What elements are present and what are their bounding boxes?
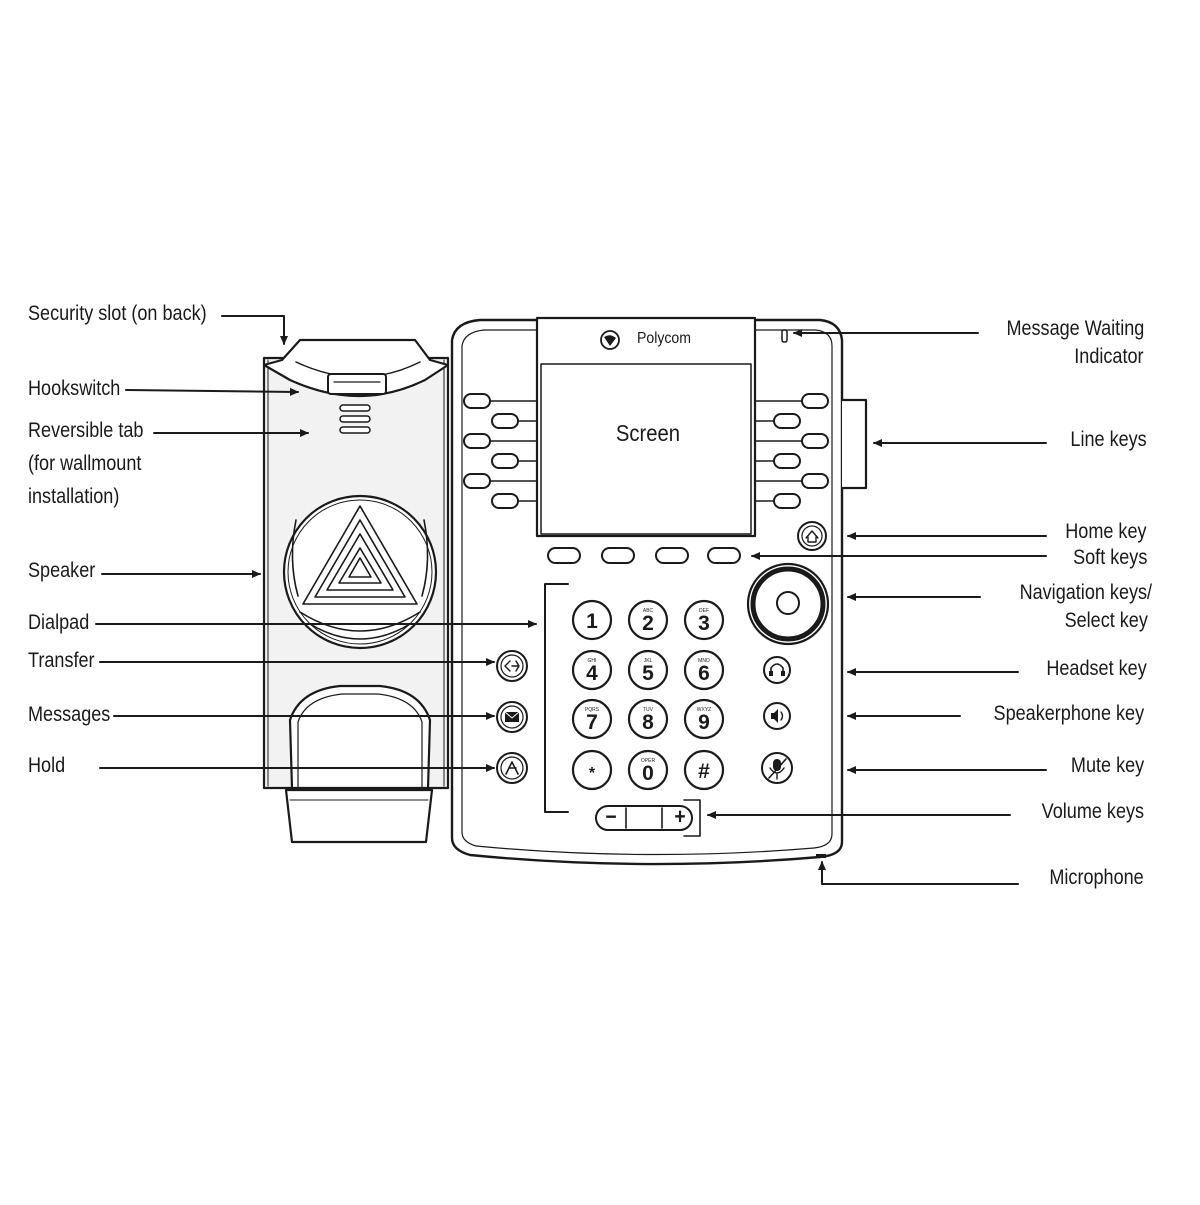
dialpad-key-letters: OPER bbox=[641, 758, 656, 764]
label-dialpad: Dialpad bbox=[28, 611, 90, 634]
dialpad-key-letters: WXYZ bbox=[697, 707, 711, 713]
handset-rest bbox=[284, 684, 434, 844]
dialpad-key-letters: GHI bbox=[588, 658, 597, 664]
mute-icon[interactable] bbox=[761, 752, 793, 784]
dialpad-key-letters: ABC bbox=[643, 608, 654, 614]
label-reversible-tab-line3: installation) bbox=[28, 485, 120, 508]
line-keys-bracket bbox=[840, 398, 868, 490]
volume-minus-key[interactable]: − bbox=[605, 804, 617, 829]
volume-plus-key[interactable]: + bbox=[674, 804, 686, 829]
reversible-tab bbox=[339, 404, 371, 434]
dialpad-key-digit: 2 bbox=[642, 612, 654, 635]
label-microphone: Microphone bbox=[1049, 866, 1144, 889]
leader-lines bbox=[95, 315, 1047, 885]
dialpad-key-1[interactable]: 1 bbox=[571, 599, 613, 641]
dialpad-bracket bbox=[544, 583, 569, 813]
label-hold: Hold bbox=[28, 754, 66, 777]
line-keys-right[interactable] bbox=[754, 393, 829, 509]
dialpad-key-digit: 3 bbox=[698, 612, 710, 635]
dialpad-key-digit: # bbox=[698, 760, 710, 783]
speakerphone-icon[interactable] bbox=[763, 702, 791, 730]
label-message-waiting: Message Waiting bbox=[1006, 317, 1144, 340]
dialpad-key-digit: 5 bbox=[642, 662, 654, 685]
label-transfer: Transfer bbox=[28, 649, 95, 672]
label-reversible-tab: Reversible tab bbox=[28, 419, 144, 442]
speaker bbox=[282, 494, 438, 650]
line-keys-left[interactable] bbox=[463, 393, 538, 509]
hookswitch[interactable] bbox=[262, 338, 450, 398]
dialpad-key-digit: 7 bbox=[586, 711, 598, 734]
label-message-waiting-line2: Indicator bbox=[1074, 345, 1144, 368]
home-icon[interactable] bbox=[797, 521, 827, 551]
dialpad-key-letters: JKL bbox=[644, 658, 653, 664]
label-speakerphone-key: Speakerphone key bbox=[993, 702, 1144, 725]
dialpad-key-star[interactable]: * bbox=[571, 749, 613, 791]
dialpad-key-digit: 1 bbox=[586, 610, 598, 633]
dialpad-key-digit: * bbox=[589, 765, 596, 782]
dialpad-key-digit: 8 bbox=[642, 711, 654, 734]
dialpad-key-digit: 9 bbox=[698, 711, 710, 734]
message-waiting-indicator bbox=[781, 329, 788, 343]
polycom-logo-icon bbox=[600, 330, 620, 350]
screen bbox=[535, 316, 757, 538]
soft-keys[interactable] bbox=[547, 547, 741, 564]
label-messages: Messages bbox=[28, 703, 111, 726]
dialpad-key-digit: 4 bbox=[586, 662, 598, 685]
messages-icon[interactable] bbox=[496, 701, 528, 733]
label-line-keys: Line keys bbox=[1070, 428, 1147, 451]
label-reversible-tab-line2: (for wallmount bbox=[28, 452, 142, 475]
label-home-key: Home key bbox=[1065, 520, 1147, 543]
label-navigation-keys: Navigation keys/ bbox=[1019, 581, 1152, 604]
label-volume-keys: Volume keys bbox=[1041, 800, 1144, 823]
label-navigation-keys-line2: Select key bbox=[1064, 609, 1148, 632]
dialpad-key-letters: PQRS bbox=[585, 707, 600, 713]
transfer-icon[interactable] bbox=[496, 650, 528, 682]
headset-icon[interactable] bbox=[763, 656, 791, 684]
label-speaker: Speaker bbox=[28, 559, 96, 582]
navigation-keys[interactable] bbox=[746, 562, 830, 646]
brand-name: Polycom bbox=[637, 330, 691, 347]
label-security-slot: Security slot (on back) bbox=[28, 302, 207, 325]
label-soft-keys: Soft keys bbox=[1072, 546, 1147, 569]
volume-keys[interactable] bbox=[595, 799, 701, 837]
dialpad-key-digit: 6 bbox=[698, 662, 710, 685]
label-hookswitch: Hookswitch bbox=[28, 377, 121, 400]
label-mute-key: Mute key bbox=[1070, 754, 1144, 777]
hold-icon[interactable] bbox=[496, 752, 528, 784]
dialpad-key-letters: MNO bbox=[698, 658, 710, 664]
screen-label: Screen bbox=[615, 420, 681, 446]
dialpad-key-letters: DEF bbox=[699, 608, 709, 614]
microphone bbox=[816, 854, 826, 858]
dialpad-key-digit: 0 bbox=[642, 762, 654, 785]
label-headset-key: Headset key bbox=[1046, 657, 1147, 680]
dialpad-key-hash[interactable]: # bbox=[683, 749, 725, 791]
dialpad-key-letters: TUV bbox=[643, 707, 654, 713]
